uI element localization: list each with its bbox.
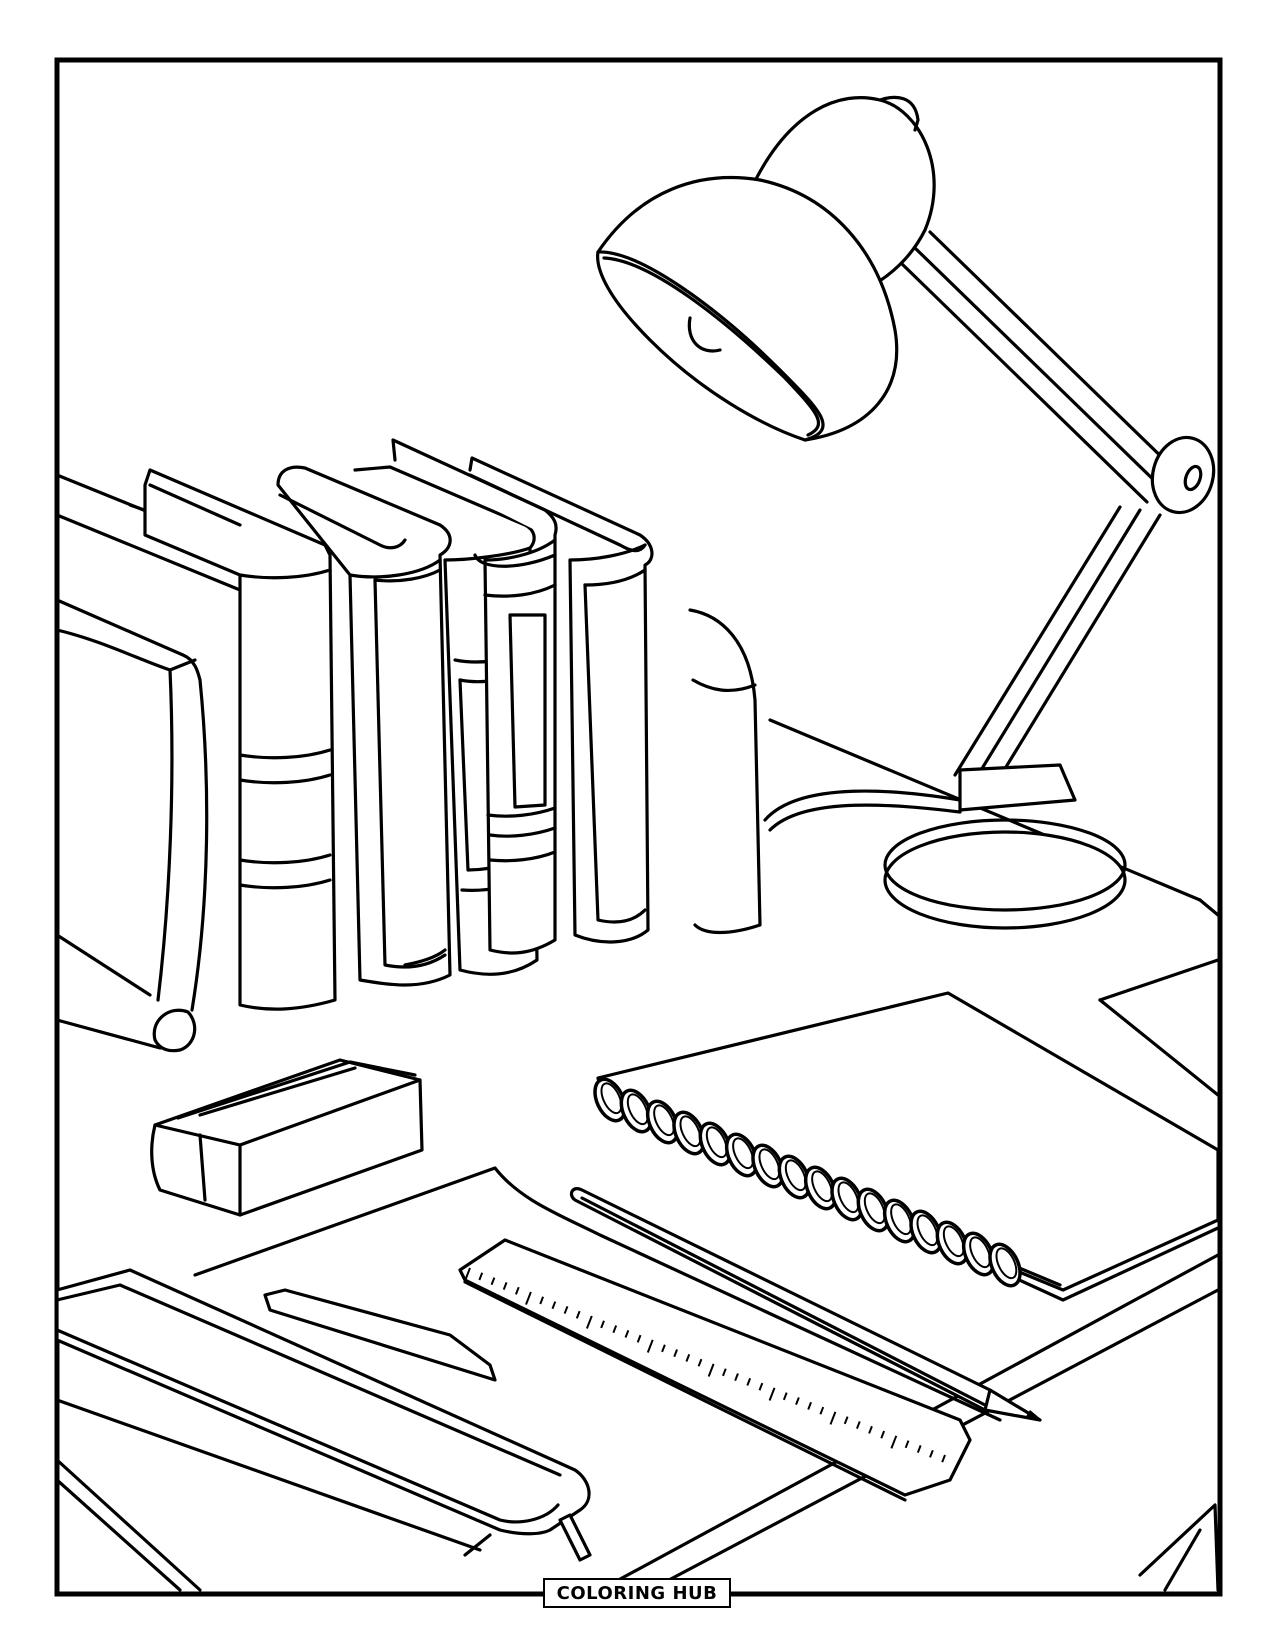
ruler-tick [758, 1382, 764, 1391]
notebook-rings [593, 1077, 1022, 1288]
ruler-tick [575, 1310, 581, 1319]
ruler-tick [941, 1454, 946, 1463]
ruler-tick [722, 1368, 727, 1377]
ruler-ticks [464, 1267, 946, 1463]
ruler-tick [904, 1440, 910, 1449]
pencil [569, 1187, 1042, 1422]
brand-label: COLORING HUB [543, 1578, 731, 1608]
ruler-tick [661, 1344, 666, 1353]
ruler-tick [707, 1363, 715, 1377]
ruler [458, 1238, 972, 1502]
ruler-tick [868, 1425, 873, 1434]
ruler-tick [490, 1277, 496, 1286]
paper-sheet [193, 1166, 1002, 1422]
ruler-tick [807, 1401, 812, 1410]
spiral-notebook [593, 991, 1220, 1302]
ruler-tick [795, 1397, 800, 1406]
ruler-tick [525, 1291, 532, 1305]
ruler-tick [685, 1353, 691, 1362]
ruler-tick [673, 1349, 678, 1358]
ruler-tick [843, 1416, 849, 1425]
ruler-tick [464, 1267, 471, 1281]
ruler-tick [502, 1282, 508, 1290]
ruler-tick [856, 1421, 861, 1429]
ruler-tick [929, 1449, 934, 1458]
ruler-tick [585, 1315, 593, 1329]
ruler-tick [636, 1334, 642, 1343]
ruler-tick [916, 1445, 922, 1453]
eraser [150, 1058, 424, 1217]
desk-lamp [596, 95, 1216, 930]
ruler-tick [478, 1272, 484, 1281]
ruler-tick [768, 1387, 776, 1401]
ruler-tick [563, 1305, 569, 1314]
ruler-tick [880, 1430, 886, 1439]
ruler-tick [514, 1286, 520, 1295]
books [143, 438, 762, 1011]
ruler-tick [819, 1406, 825, 1415]
ruler-tick [539, 1296, 545, 1305]
ruler-tick [734, 1373, 739, 1382]
ruler-tick [890, 1435, 898, 1449]
ruler-tick [697, 1358, 703, 1367]
ruler-tick [646, 1339, 654, 1353]
pencil-case [55, 1268, 592, 1592]
ruler-tick [551, 1301, 557, 1310]
ruler-tick [612, 1325, 618, 1334]
ruler-tick [600, 1320, 605, 1329]
ruler-tick [782, 1392, 788, 1401]
ruler-tick [829, 1411, 837, 1425]
ruler-tick [746, 1377, 752, 1386]
ruler-tick [624, 1329, 630, 1338]
